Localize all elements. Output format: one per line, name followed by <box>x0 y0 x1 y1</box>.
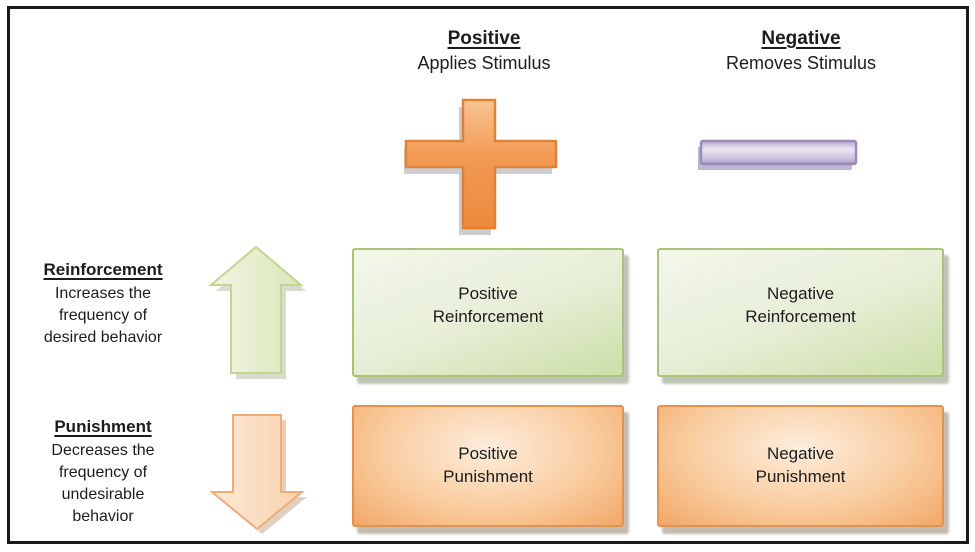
cell-label: Negative Punishment <box>755 444 846 486</box>
row-label-punishment: Punishment Decreases the frequency of un… <box>14 417 192 528</box>
column-header-negative: Negative Removes Stimulus <box>690 28 912 74</box>
cell-positive-reinforcement: Positive Reinforcement <box>352 248 624 377</box>
cell-label: Positive Reinforcement <box>432 283 544 326</box>
negative-subtitle: Removes Stimulus <box>725 53 877 73</box>
cell-negative-reinforcement: Negative Reinforcement <box>657 248 944 377</box>
cell-positive-punishment: Positive Punishment <box>352 405 624 527</box>
minus-icon <box>697 139 862 173</box>
cell-negative-punishment: Negative Punishment <box>657 405 944 527</box>
positive-title: Positive <box>447 28 521 49</box>
row-label-reinforcement: Reinforcement Increases the frequency of… <box>14 260 192 349</box>
cell-label: Positive Punishment <box>443 444 533 486</box>
punishment-title: Punishment <box>54 417 152 436</box>
diagram-frame <box>7 6 969 544</box>
down-arrow-icon <box>209 413 309 535</box>
punishment-description: Decreases the frequency of undesirable b… <box>51 442 155 525</box>
positive-subtitle: Applies Stimulus <box>417 53 551 73</box>
up-arrow-icon <box>208 245 308 379</box>
plus-icon <box>402 98 562 236</box>
reinforcement-description: Increases the frequency of desired behav… <box>43 285 163 346</box>
column-header-positive: Positive Applies Stimulus <box>374 28 594 74</box>
negative-title: Negative <box>761 28 841 49</box>
reinforcement-title: Reinforcement <box>43 260 163 279</box>
cell-label: Negative Reinforcement <box>745 283 856 326</box>
